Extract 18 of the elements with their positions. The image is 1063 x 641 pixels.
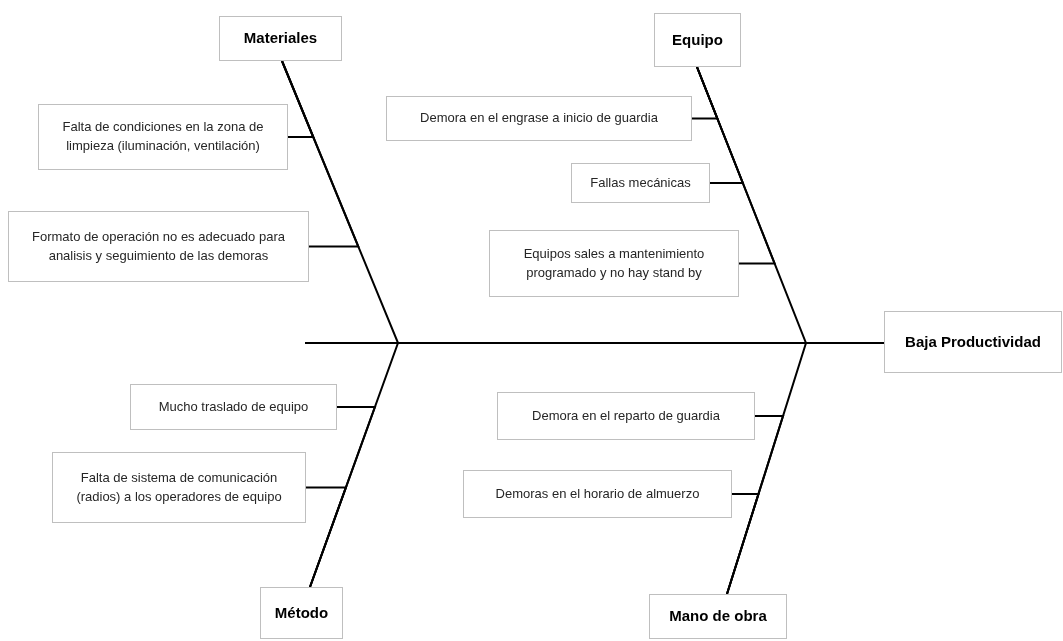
- category-box: Mano de obra: [649, 594, 787, 639]
- cause-box: Demora en el engrase a inicio de guardia: [386, 96, 692, 141]
- cause-box: Falta de condiciones en la zona de limpieza (iluminación, ventilación): [38, 104, 288, 170]
- rib-line: [726, 493, 760, 595]
- category-box: Materiales: [219, 16, 342, 61]
- cause-box: Fallas mecánicas: [571, 163, 710, 203]
- rib-line: [305, 486, 348, 588]
- rib-line: [281, 60, 360, 248]
- category-box: Método: [260, 587, 343, 639]
- category-box: Equipo: [654, 13, 741, 67]
- cause-box: Formato de operación no es adecuado para analisis y seguimiento de las demoras: [8, 211, 309, 282]
- cause-box: Demora en el reparto de guardia: [497, 392, 755, 440]
- cause-box: Equipos sales a mantenimiento programado y no hay stand by: [489, 230, 739, 297]
- cause-box: Falta de sistema de comunicación (radios) a los operadores de equipo: [52, 452, 306, 523]
- cause-box: Demoras en el horario de almuerzo: [463, 470, 732, 518]
- rib-line: [696, 66, 777, 265]
- effect-box: Baja Productividad: [884, 311, 1062, 373]
- cause-box: Mucho traslado de equipo: [130, 384, 337, 430]
